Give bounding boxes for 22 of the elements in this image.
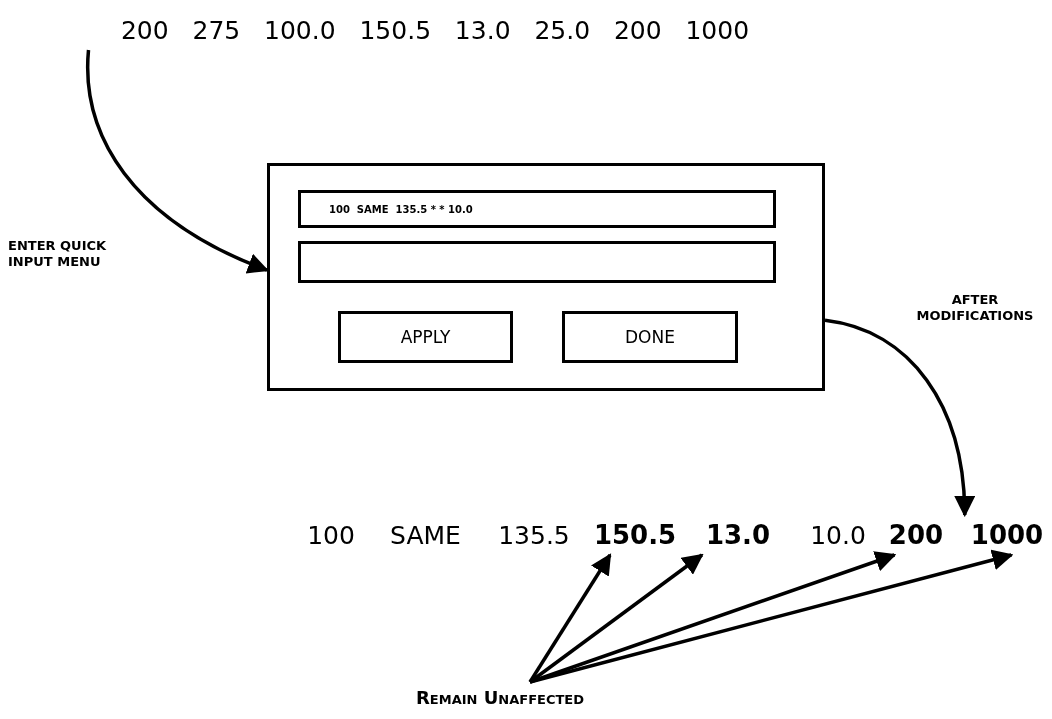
value-row: 200 275 100.0 150.5 13.0 25.0 200 1000 [50, 10, 820, 50]
arrow [529, 549, 1014, 684]
edge-label: ENTER QUICK INPUT MENU [8, 238, 108, 270]
arrow [86, 49, 269, 273]
arrow [528, 553, 612, 683]
edge-label: AFTER MODIFICATIONS [915, 292, 1035, 324]
input-field [298, 241, 776, 283]
value-text: SAME [378, 515, 473, 555]
caption-text: Remain Unaffected [380, 682, 620, 712]
arrow [529, 551, 897, 684]
value-text: 135.5 [488, 515, 580, 555]
arrow [824, 318, 975, 518]
value-text: 100 [296, 515, 366, 555]
value-text: 150.5 [585, 515, 685, 555]
value-text: 1000 [963, 515, 1051, 555]
apply-button: APPLY [338, 311, 513, 363]
value-text: 10.0 [800, 515, 876, 555]
done-button: DONE [562, 311, 738, 363]
value-text: 200 [880, 515, 952, 555]
value-text: 13.0 [697, 515, 779, 555]
input-field: 100 SAME 135.5 * * 10.0 [298, 190, 776, 228]
dialog-panel [267, 163, 825, 391]
